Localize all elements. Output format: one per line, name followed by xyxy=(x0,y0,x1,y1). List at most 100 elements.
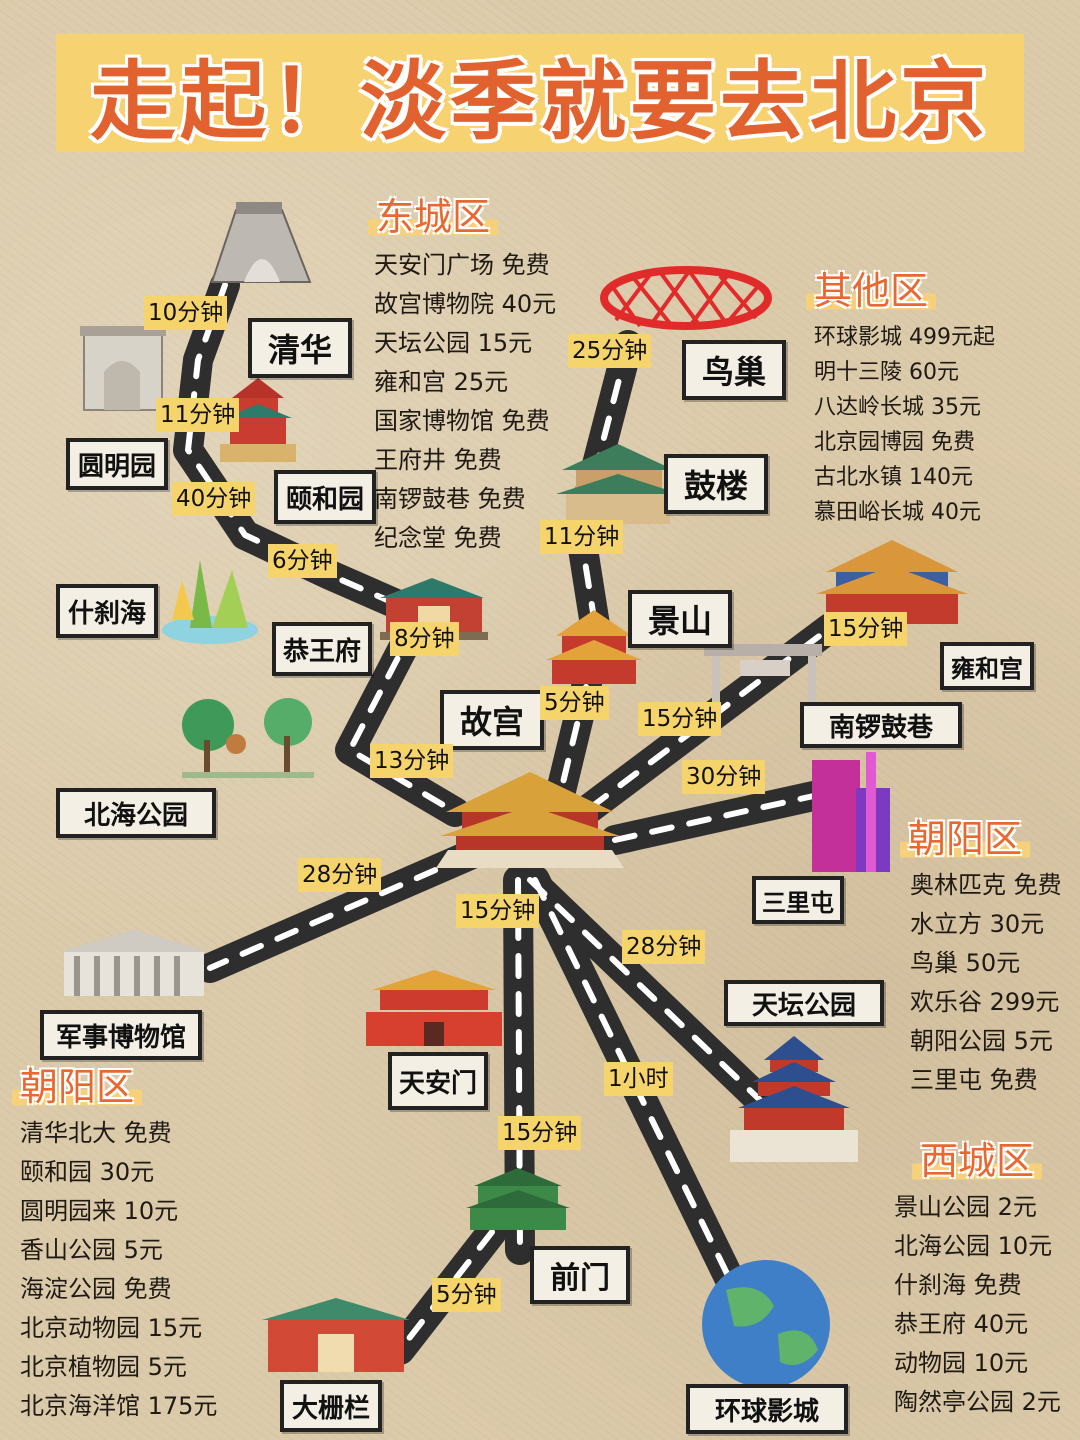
place-label-gongwangfu[interactable]: 恭王府 xyxy=(272,622,372,676)
place-label-shichahai[interactable]: 什刹海 xyxy=(56,584,158,638)
list-item: 雍和宫 25元 xyxy=(374,368,509,396)
list-item: 纪念堂 免费 xyxy=(374,524,502,552)
beihai-park-icon xyxy=(182,698,314,778)
list-item: 陶然亭公园 2元 xyxy=(894,1388,1061,1416)
list-item: 什刹海 免费 xyxy=(894,1271,1022,1299)
time-tag: 30分钟 xyxy=(682,760,766,794)
list-item: 鸟巢 50元 xyxy=(910,949,1021,977)
price-list-chaoyang: 奥林匹克 免费 水立方 30元 鸟巢 50元 欢乐谷 299元 朝阳公园 5元 … xyxy=(910,866,1062,1100)
list-item: 水立方 30元 xyxy=(910,910,1045,938)
place-label-yuanmingyuan[interactable]: 圆明园 xyxy=(66,438,168,490)
qinghua-gate-icon xyxy=(210,202,312,283)
qianmen-icon xyxy=(466,1168,570,1230)
time-tag: 28分钟 xyxy=(298,858,382,892)
place-label-huanqiu[interactable]: 环球影城 xyxy=(686,1384,848,1434)
jingshan-pavilion-icon xyxy=(546,610,642,684)
road-gugong-sanlitun xyxy=(600,780,833,855)
forbidden-city-hall-icon xyxy=(436,772,624,868)
list-item: 香山公园 5元 xyxy=(20,1236,163,1264)
list-item: 北京植物园 5元 xyxy=(20,1353,187,1381)
list-item: 古北水镇 140元 xyxy=(814,465,973,490)
list-item: 北京动物园 15元 xyxy=(20,1314,203,1342)
place-label-sanlitun[interactable]: 三里屯 xyxy=(752,876,844,924)
list-item: 环球影城 499元起 xyxy=(814,325,995,350)
drum-tower-icon xyxy=(556,444,680,524)
place-label-qianmen[interactable]: 前门 xyxy=(530,1246,630,1304)
place-label-tiananmen[interactable]: 天安门 xyxy=(388,1052,488,1110)
yiheyuan-pagoda-icon xyxy=(220,378,296,462)
yuanmingyuan-ruins-icon xyxy=(80,326,166,411)
list-item: 北京园博园 免费 xyxy=(814,430,975,455)
list-item: 朝阳公园 5元 xyxy=(910,1027,1053,1055)
shichahai-trees-icon xyxy=(162,560,258,644)
temple-of-heaven-icon xyxy=(730,1036,858,1162)
place-label-yonghegong[interactable]: 雍和宫 xyxy=(940,642,1034,690)
time-tag: 15分钟 xyxy=(638,702,722,736)
time-tag: 10分钟 xyxy=(144,296,228,330)
time-tag: 11分钟 xyxy=(540,520,624,554)
list-item: 明十三陵 60元 xyxy=(814,360,959,385)
place-label-tiantan[interactable]: 天坛公园 xyxy=(724,980,884,1026)
list-item: 北海公园 10元 xyxy=(894,1232,1053,1260)
time-tag: 8分钟 xyxy=(390,622,459,656)
place-label-nanluoguxiang[interactable]: 南锣鼓巷 xyxy=(800,702,962,748)
time-tag: 5分钟 xyxy=(540,686,609,720)
time-tag: 1小时 xyxy=(604,1062,673,1096)
list-item: 王府井 免费 xyxy=(374,446,502,474)
time-tag: 25分钟 xyxy=(568,334,652,368)
place-label-beihai[interactable]: 北海公园 xyxy=(56,788,216,838)
birds-nest-icon xyxy=(600,266,772,330)
list-item: 欢乐谷 299元 xyxy=(910,988,1060,1016)
time-tag: 15分钟 xyxy=(498,1116,582,1150)
price-list-dongcheng: 天安门广场 免费 故宫博物院 40元 天坛公园 15元 雍和宫 25元 国家博物… xyxy=(374,246,556,558)
list-item: 海淀公园 免费 xyxy=(20,1275,172,1303)
list-item: 天坛公园 15元 xyxy=(374,329,533,357)
place-label-gulou[interactable]: 鼓楼 xyxy=(664,454,768,514)
sanlitun-tower-icon xyxy=(812,752,890,872)
place-label-jingshan[interactable]: 景山 xyxy=(628,590,732,648)
time-tag: 40分钟 xyxy=(172,482,256,516)
title-banner xyxy=(56,34,1024,152)
list-item: 三里屯 免费 xyxy=(910,1066,1038,1094)
time-tag: 6分钟 xyxy=(268,544,337,578)
price-list-xicheng: 景山公园 2元 北海公园 10元 什刹海 免费 恭王府 40元 动物园 10元 … xyxy=(894,1188,1061,1422)
section-title-haidian: 朝阳区 xyxy=(12,1064,143,1110)
section-title-xicheng: 西城区 xyxy=(912,1138,1043,1184)
time-tag: 28分钟 xyxy=(622,930,706,964)
tiananmen-icon xyxy=(366,970,502,1046)
list-item: 恭王府 40元 xyxy=(894,1310,1029,1338)
list-item: 奥林匹克 免费 xyxy=(910,871,1062,899)
military-museum-icon xyxy=(58,930,210,996)
time-tag: 11分钟 xyxy=(156,398,240,432)
time-tag: 5分钟 xyxy=(432,1278,501,1312)
page-title: 走起！淡季就要去北京 xyxy=(90,51,990,152)
list-item: 慕田峪长城 40元 xyxy=(814,500,981,525)
price-list-other: 环球影城 499元起 明十三陵 60元 八达岭长城 35元 北京园博园 免费 古… xyxy=(814,320,995,530)
section-title-dongcheng: 东城区 xyxy=(368,194,499,240)
list-item: 八达岭长城 35元 xyxy=(814,395,981,420)
list-item: 颐和园 30元 xyxy=(20,1158,155,1186)
time-tag: 15分钟 xyxy=(824,612,908,646)
universal-globe-icon xyxy=(702,1260,830,1388)
dashilan-icon xyxy=(262,1298,410,1372)
place-label-niaochao[interactable]: 鸟巢 xyxy=(682,340,786,400)
list-item: 北京海洋馆 175元 xyxy=(20,1392,218,1420)
list-item: 南锣鼓巷 免费 xyxy=(374,485,526,513)
nanluoguxiang-arch-icon xyxy=(704,644,822,720)
list-item: 国家博物馆 免费 xyxy=(374,407,550,435)
place-label-dashilan[interactable]: 大栅栏 xyxy=(280,1380,382,1432)
price-list-haidian: 清华北大 免费 颐和园 30元 圆明园来 10元 香山公园 5元 海淀公园 免费… xyxy=(20,1114,217,1426)
list-item: 故宫博物院 40元 xyxy=(374,290,557,318)
list-item: 景山公园 2元 xyxy=(894,1193,1037,1221)
list-item: 圆明园来 10元 xyxy=(20,1197,179,1225)
place-label-yiheyuan[interactable]: 颐和园 xyxy=(274,470,376,524)
place-label-junshi[interactable]: 军事博物馆 xyxy=(40,1010,202,1060)
place-label-qinghua[interactable]: 清华 xyxy=(248,318,352,378)
list-item: 动物园 10元 xyxy=(894,1349,1029,1377)
place-label-gugong[interactable]: 故宫 xyxy=(440,690,544,750)
list-item: 清华北大 免费 xyxy=(20,1119,172,1147)
time-tag: 15分钟 xyxy=(456,894,540,928)
section-title-chaoyang: 朝阳区 xyxy=(900,816,1031,862)
time-tag: 13分钟 xyxy=(370,744,454,778)
list-item: 天安门广场 免费 xyxy=(374,251,550,279)
